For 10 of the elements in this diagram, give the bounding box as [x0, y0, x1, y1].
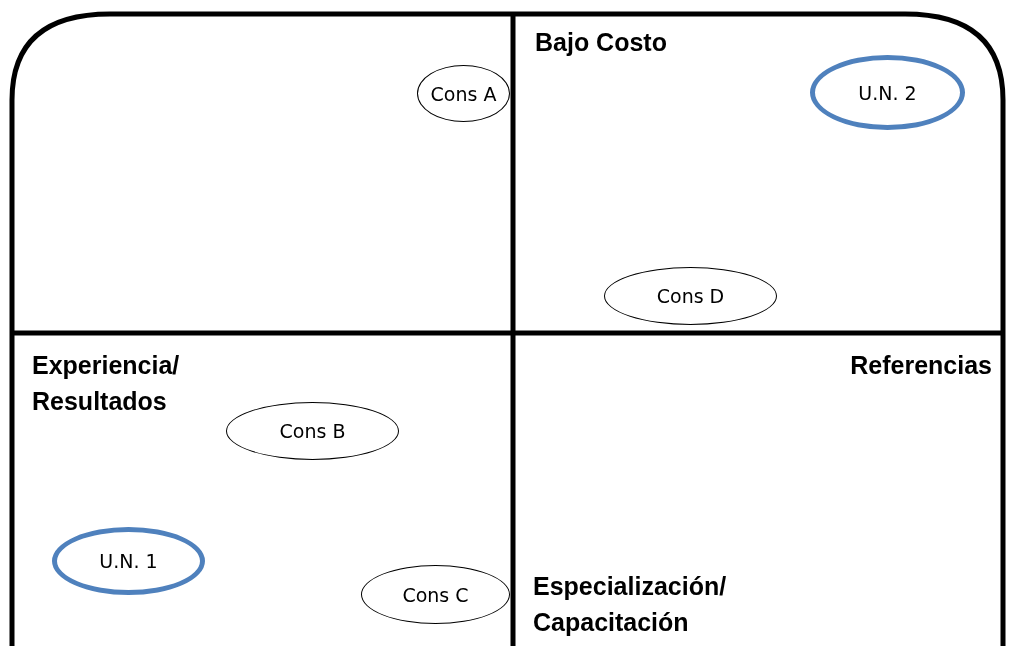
axis-label: Experiencia/ Resultados [32, 350, 181, 417]
ellipse-node: Cons D [604, 267, 777, 325]
axis-label: Referencias [849, 350, 992, 381]
ellipse-node: Cons B [226, 402, 399, 460]
ellipse-node: Cons A [417, 65, 510, 122]
ellipse-node: U.N. 2 [810, 55, 965, 130]
axis-label: Especialización/ Capacitación [533, 571, 728, 638]
ellipse-node: Cons C [361, 565, 510, 624]
ellipse-node: U.N. 1 [52, 527, 205, 595]
axis-label: Bajo Costo [535, 27, 668, 58]
